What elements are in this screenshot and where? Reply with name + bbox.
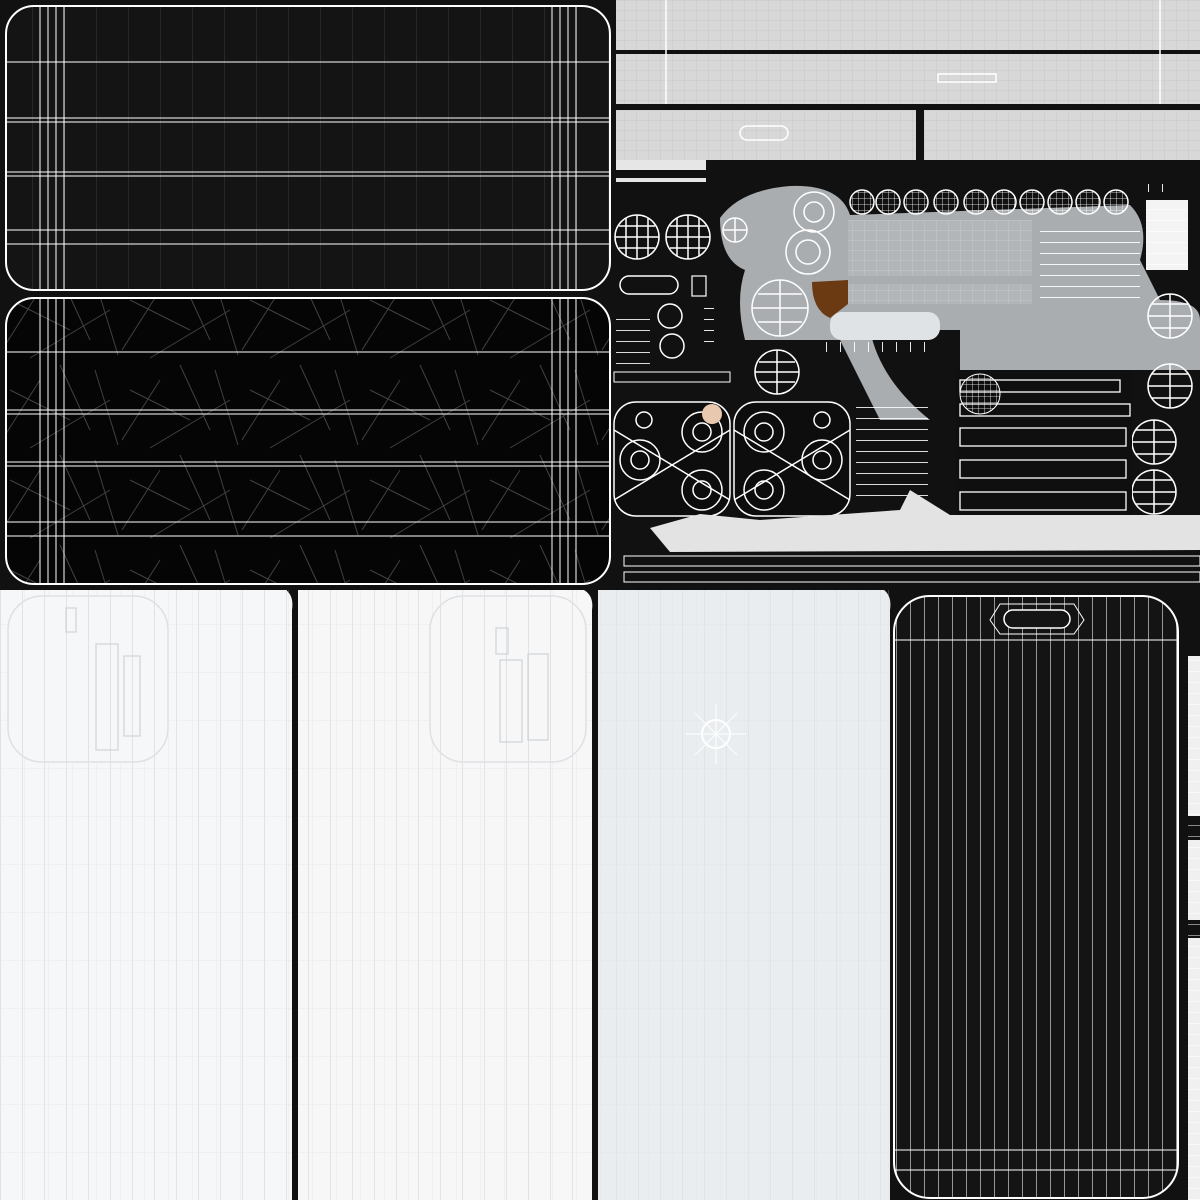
- black-scratched-panel: [5, 297, 611, 585]
- gray-strip-panels: [616, 0, 1200, 182]
- hexagon-ring-icon: [613, 401, 851, 517]
- wireframe-circles-row: [849, 189, 1129, 215]
- dark-phone-panel: [893, 595, 1200, 1200]
- light-strips: [623, 490, 1200, 583]
- row-strips-block: [613, 310, 1132, 518]
- wireframe-circle-icon: [614, 191, 1193, 515]
- white-panel-left: [0, 590, 293, 1200]
- gray-patch-area: [720, 185, 1200, 420]
- white-panel-middle: [298, 590, 593, 1200]
- dark-rounded-panel: [5, 5, 611, 291]
- light-blue-panel: [598, 590, 891, 1200]
- mesh-grid-icon: [619, 184, 1176, 352]
